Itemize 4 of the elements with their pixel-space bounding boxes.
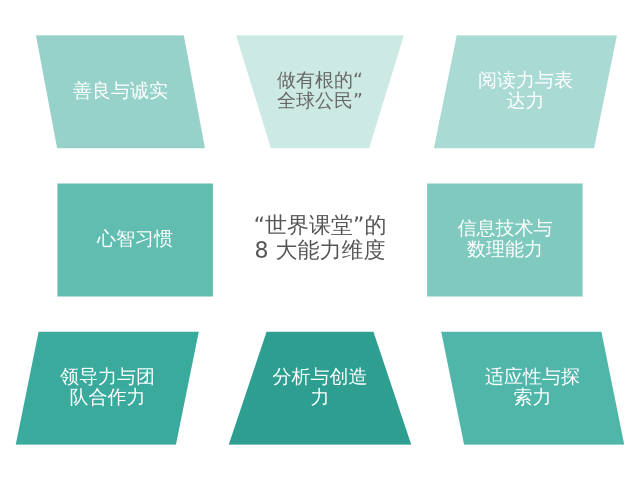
node-box: 心智习惯 — [54, 180, 216, 300]
label: “世界课堂”的 — [254, 214, 386, 239]
node-box: 信息技术与数理能力 — [424, 180, 586, 300]
label: 8 大能力维度 — [254, 238, 386, 264]
